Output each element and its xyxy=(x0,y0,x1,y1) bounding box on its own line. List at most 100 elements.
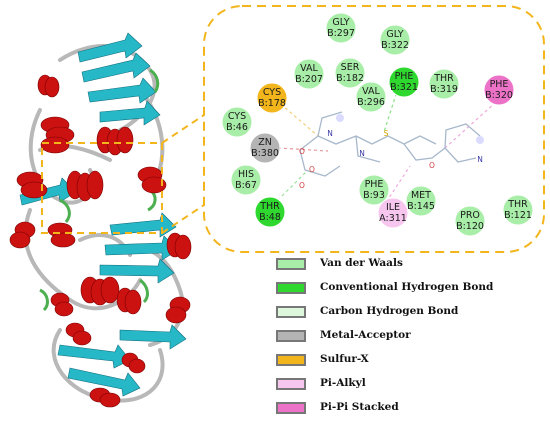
residue-phe320: PHE B:320 xyxy=(483,74,515,106)
residue-thr319: THR B:319 xyxy=(428,68,460,100)
residue-position: B:380 xyxy=(251,148,279,159)
residue-met145: MET B:145 xyxy=(405,185,437,217)
residue-disc xyxy=(249,132,281,164)
residue-phe93: PHE B:93 xyxy=(358,174,390,206)
callout-connector-top xyxy=(161,114,205,144)
residue-disc xyxy=(502,194,534,226)
residue-zn380: ZN B:380 xyxy=(249,132,281,164)
legend-label: Pi-Alkyl xyxy=(320,377,366,389)
residue-name: THR xyxy=(259,201,280,212)
residue-name: PHE xyxy=(395,71,414,82)
residue-position: B:145 xyxy=(407,201,435,212)
residue-position: B:207 xyxy=(295,74,323,85)
residue-position: B:182 xyxy=(336,73,364,84)
legend-swatch xyxy=(276,378,306,390)
legend-swatch xyxy=(276,258,306,270)
residue-val207: VAL B:207 xyxy=(293,58,325,90)
residue-name: PHE xyxy=(490,79,509,90)
ligand-atom-o3: O xyxy=(429,161,435,170)
residue-position: B:120 xyxy=(456,221,484,232)
residue-name: CYS xyxy=(263,87,281,98)
residue-cys178: CYS B:178 xyxy=(256,82,288,114)
residue-position: B:296 xyxy=(357,97,385,108)
residue-position: B:46 xyxy=(226,122,248,133)
interaction-line-zn380 xyxy=(277,147,329,152)
ligand-skeleton xyxy=(299,111,481,177)
residue-cys46: CYS B:46 xyxy=(221,106,253,138)
legend-label: Pi-Pi Stacked xyxy=(320,401,399,413)
residue-name: THR xyxy=(507,199,528,210)
residue-disc xyxy=(254,196,286,228)
residue-val296: VAL B:296 xyxy=(355,81,387,113)
residue-disc xyxy=(377,197,409,229)
ligand-atom-o2: O xyxy=(309,165,315,174)
interaction-diagram: N N S O O O O N GLY B:297 GLY B:322 xyxy=(221,12,534,237)
residue-name: CYS xyxy=(228,111,246,122)
residue-disc xyxy=(428,68,460,100)
residue-name: GLY xyxy=(332,17,349,28)
residue-disc xyxy=(334,57,366,89)
residue-disc xyxy=(325,12,357,44)
legend-swatch xyxy=(276,282,306,294)
residue-his67: HIS B:67 xyxy=(230,164,262,196)
residue-position: B:297 xyxy=(327,28,355,39)
residue-name: MET xyxy=(411,190,431,201)
residue-name: PRO xyxy=(460,210,480,221)
residue-disc xyxy=(230,164,262,196)
residue-disc xyxy=(221,106,253,138)
residue-gly297: GLY B:297 xyxy=(325,12,357,44)
protein-helices xyxy=(9,74,192,408)
residue-name: GLY xyxy=(386,29,403,40)
ligand-atom-o4: O xyxy=(299,181,305,190)
ligand-atom-s: S xyxy=(384,129,389,138)
residue-position: B:93 xyxy=(363,190,385,201)
residue-position: B:322 xyxy=(381,40,409,51)
legend-label: Sulfur-X xyxy=(320,353,369,365)
residue-phe321: PHE B:321 xyxy=(388,66,420,98)
legend-label: Metal-Acceptor xyxy=(320,329,411,341)
residue-name: PHE xyxy=(365,179,384,190)
ligand-atoms: N N S O O O O N xyxy=(299,114,484,190)
residue-disc xyxy=(358,174,390,206)
residue-ser182: SER B:182 xyxy=(334,57,366,89)
residue-pro120: PRO B:120 xyxy=(454,205,486,237)
residue-position: B:67 xyxy=(235,180,257,191)
ligand-atom-n1: N xyxy=(327,129,333,138)
legend-item-alkyl: Pi-Alkyl xyxy=(276,376,546,394)
legend-item-pipi: Pi-Pi Stacked xyxy=(276,400,546,418)
legend-item-sulf: Sulfur-X xyxy=(276,352,546,370)
ligand-atom-o1: O xyxy=(299,147,305,156)
legend-item-carb: Carbon Hydrogen Bond xyxy=(276,304,546,322)
residue-nodes: GLY B:297 GLY B:322 VAL B:207 SER B:182 … xyxy=(221,12,534,237)
residue-position: B:320 xyxy=(485,90,513,101)
legend-item-metal: Metal-Acceptor xyxy=(276,328,546,346)
callout-connector-bottom xyxy=(161,204,205,234)
residue-position: B:121 xyxy=(504,210,532,221)
residue-position: A:311 xyxy=(379,213,407,224)
residue-position: B:319 xyxy=(430,84,458,95)
residue-name: SER xyxy=(341,62,360,73)
legend-swatch xyxy=(276,330,306,342)
residue-disc xyxy=(405,185,437,217)
residue-name: HIS xyxy=(238,169,254,180)
binding-site-marker xyxy=(41,142,163,234)
residue-disc xyxy=(483,74,515,106)
residue-position: B:321 xyxy=(390,82,418,93)
legend-label: Van der Waals xyxy=(320,257,403,269)
legend-item-chb: Conventional Hydrogen Bond xyxy=(276,280,546,298)
residue-ile311: ILE A:311 xyxy=(377,197,409,229)
residue-name: VAL xyxy=(362,86,380,97)
pi-center-marker xyxy=(336,114,344,122)
interaction-diagram-frame xyxy=(203,5,545,253)
residue-disc xyxy=(293,58,325,90)
residue-position: B:48 xyxy=(259,212,281,223)
residue-disc xyxy=(388,66,420,98)
legend-swatch xyxy=(276,354,306,366)
residue-disc xyxy=(256,82,288,114)
pi-center-marker xyxy=(476,136,484,144)
legend-label: Conventional Hydrogen Bond xyxy=(320,281,494,293)
legend-item-vdw: Van der Waals xyxy=(276,256,546,274)
residue-name: ZN xyxy=(258,137,272,148)
residue-name: THR xyxy=(433,73,454,84)
